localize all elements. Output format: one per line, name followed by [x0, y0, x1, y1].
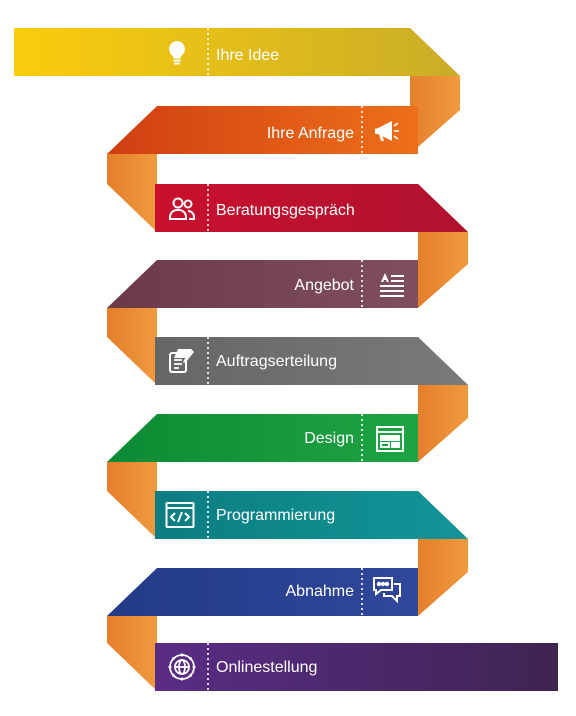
megaphone-icon	[372, 116, 402, 146]
ribbon-fold-1	[410, 76, 460, 154]
step-label-angebot: Angebot	[294, 277, 354, 294]
step-label-programmierung: Programmierung	[216, 507, 336, 524]
notepad-pen-icon	[166, 346, 196, 376]
step-label-ihre-idee: Ihre Idee	[216, 47, 280, 64]
step-band-angebot	[107, 260, 418, 308]
chat-bubbles-icon	[372, 575, 402, 605]
step-band-beratungsgespraech	[155, 184, 468, 232]
step-band-onlinestellung	[155, 643, 558, 691]
step-label-onlinestellung: Onlinestellung	[216, 659, 318, 676]
ribbon-fold-7	[418, 385, 468, 462]
step-band-programmierung	[155, 491, 468, 539]
step-band-design	[107, 414, 418, 462]
ribbon-fold-5	[107, 308, 157, 385]
step-band-ihre-anfrage	[107, 106, 418, 154]
ribbon-fold-2	[107, 154, 157, 232]
ribbon-fold-11	[107, 616, 157, 691]
ribbon-fold-10	[418, 539, 468, 616]
step-label-beratungsgespraech: Beratungsgespräch	[216, 202, 355, 219]
ribbon-fold-4	[418, 232, 468, 308]
step-label-design: Design	[304, 430, 354, 447]
layout-window-icon	[375, 424, 405, 454]
step-label-abnahme: Abnahme	[285, 583, 355, 600]
ribbon-fold-8	[107, 462, 157, 539]
step-band-auftragserteilung	[155, 337, 468, 385]
globe-gear-icon	[167, 652, 197, 682]
step-label-auftragserteilung: Auftragserteilung	[216, 353, 337, 370]
users-icon	[167, 194, 197, 224]
code-window-icon	[165, 500, 195, 530]
lightbulb-icon	[162, 38, 192, 68]
step-band-ihre-idee	[14, 28, 460, 76]
step-label-ihre-anfrage: Ihre Anfrage	[266, 125, 354, 142]
text-list-icon	[377, 270, 407, 300]
step-band-abnahme	[107, 568, 418, 616]
